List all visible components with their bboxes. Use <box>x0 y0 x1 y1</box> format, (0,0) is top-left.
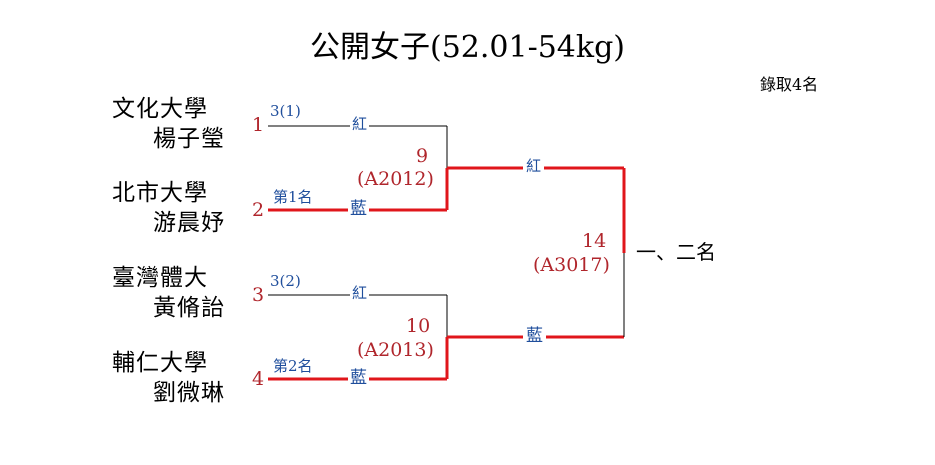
match-14-top-label: 紅 <box>523 159 545 174</box>
entry-1-seed: 1 <box>252 114 265 136</box>
entry-1-player: 楊子瑩 <box>153 126 225 152</box>
entry-2-tag: 第1名 <box>273 188 313 206</box>
entry-2-player: 游晨妤 <box>153 210 225 236</box>
match-14-bottom-label: 藍 <box>523 328 546 345</box>
match-9-number: 9 <box>416 145 429 167</box>
match-14-number: 14 <box>582 230 607 252</box>
match-10-code: (A2013) <box>357 339 434 361</box>
entry-3-tag: 3(2) <box>270 272 301 290</box>
match-10-number: 10 <box>406 315 431 337</box>
entry-4-color-label: 藍 <box>348 368 369 388</box>
entry-3-seed: 3 <box>252 284 265 306</box>
entry-4-seed: 4 <box>252 368 265 390</box>
entry-3-school: 臺灣體大 <box>112 265 208 291</box>
entry-4-tag: 第2名 <box>273 357 313 375</box>
match-9-code: (A2012) <box>357 168 434 190</box>
entry-2-seed: 2 <box>252 199 265 221</box>
entry-4-player: 劉微琳 <box>153 380 225 406</box>
page-title: 公開女子(52.01-54kg) <box>310 30 625 65</box>
entry-3-player: 黃脩詒 <box>153 295 225 321</box>
entry-1-color-label: 紅 <box>350 115 370 133</box>
match-14-code: (A3017) <box>533 254 610 276</box>
entry-1-school: 文化大學 <box>112 96 208 122</box>
entry-4-school: 輔仁大學 <box>112 350 208 376</box>
qualifier-note: 錄取4名 <box>760 75 819 94</box>
entry-3-color-label: 紅 <box>350 284 370 302</box>
final-result-label: 一、二名 <box>636 240 716 264</box>
entry-2-color-label: 藍 <box>348 199 369 219</box>
entry-2-school: 北市大學 <box>112 180 208 206</box>
entry-1-tag: 3(1) <box>270 102 301 120</box>
